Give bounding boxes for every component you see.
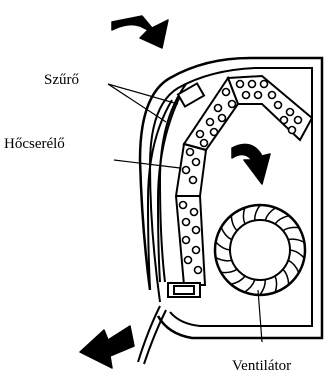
air-intake-arrow [112,16,168,48]
outlet-flap [138,306,166,364]
fan-blade [260,280,265,296]
internal-airflow-arrow [232,144,270,184]
fan-blade [243,208,245,224]
air-outlet-arrow [80,326,134,368]
fan-blade [275,216,289,224]
fan-blade [216,258,232,261]
fan-blade [255,205,260,221]
fan-blade [288,239,304,242]
filter-label: Szűrő [44,72,79,88]
fan-blade [275,276,277,292]
fan [215,205,305,295]
fan-blade [244,280,254,293]
fan-blade [216,242,230,250]
fan-blade [231,276,245,284]
fan-blade [288,260,299,272]
fan-blade [231,215,237,230]
fan-blade [283,227,299,230]
heat-exchanger-label: Hőcserélő [4,136,65,152]
fan-blade [290,250,304,258]
fan-blade [221,227,232,239]
fan-blade [265,208,275,221]
fan-blade [221,269,237,272]
drain-pan [168,283,200,297]
fan-label: Ventilátor [232,358,291,374]
fan-blade [283,269,289,284]
